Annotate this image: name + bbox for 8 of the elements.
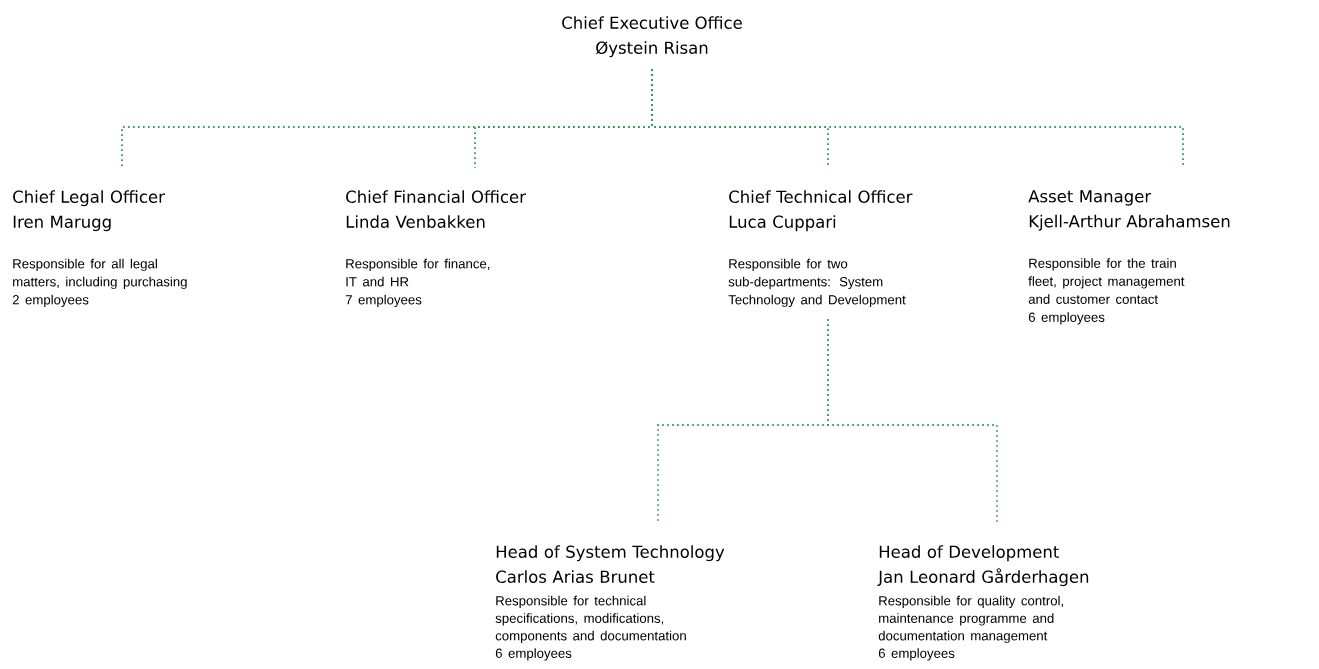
org-unit: Head of Development Jan Leonard Gårderhagen Responsible for quality control, maintenance programme and documentation management 6 employees bbox=[877, 545, 1089, 661]
connector-line bbox=[827, 318, 998, 524]
org-unit: Chief Technical Officer Luca Cuppari Responsible for two sub-departments: System Technology and Development bbox=[728, 190, 913, 308]
org-unit: Chief Financial Officer Linda Venbakken Responsible for finance, IT and HR 7 employees bbox=[345, 190, 526, 308]
org-unit: Chief Legal Officer Iren Marugg Responsible for all legal matters, including purchasing 2 employees bbox=[12, 190, 187, 308]
org-unit: Head of System Technology Carlos Arias Brunet Responsible for technical specifications, modifications, components and documentation 6 employees bbox=[495, 545, 725, 661]
org-unit: Chief Executive Office Øystein Risan bbox=[562, 16, 742, 58]
org-unit: Asset Manager Kjell-Arthur Abrahamsen Responsible for the train fleet, project management and customer contact 6 employees bbox=[1028, 190, 1230, 325]
